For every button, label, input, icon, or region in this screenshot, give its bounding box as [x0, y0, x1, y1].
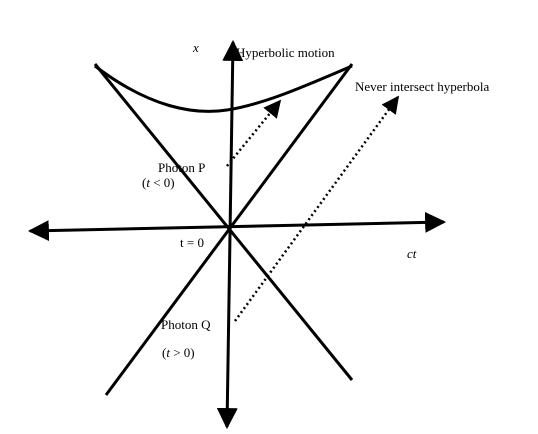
photon-q-ray: [233, 95, 400, 322]
hyperbola-label: Hyperbolic motion: [236, 45, 335, 60]
ct-axis-label: ct: [407, 246, 417, 261]
photon-q-name: Photon: [161, 317, 198, 332]
x-axis-label: x: [193, 40, 199, 55]
photon-p-letter: P: [198, 160, 206, 175]
photon-q-letter: Q: [201, 317, 211, 332]
photon-p-name: Photon: [158, 160, 195, 175]
photon-p-condition-rest: < 0): [149, 175, 175, 190]
origin-label: t = 0: [180, 235, 204, 250]
never-intersect-label: Never intersect hyperbola: [355, 79, 490, 94]
photon-q-condition: (t > 0): [162, 346, 195, 359]
x-axis: [216, 39, 244, 430]
hyperbola-curve: [94, 64, 353, 113]
light-cone-line-right: [104, 63, 354, 396]
photon-q-condition-var: t: [166, 345, 170, 360]
photon-q-condition-open: (: [162, 345, 167, 360]
light-cone-line-left: [93, 63, 354, 381]
photon-q-condition-rest: > 0): [169, 345, 195, 360]
photon-p-condition-var: t: [146, 175, 150, 190]
photon-q-label: Photon Q: [161, 318, 210, 331]
photon-p-ray: [226, 99, 282, 167]
photon-p-condition: (t < 0): [142, 176, 175, 189]
photon-p-condition-open: (: [142, 175, 147, 190]
ct-axis: [27, 211, 447, 242]
photon-p-label: Photon P: [158, 161, 205, 174]
